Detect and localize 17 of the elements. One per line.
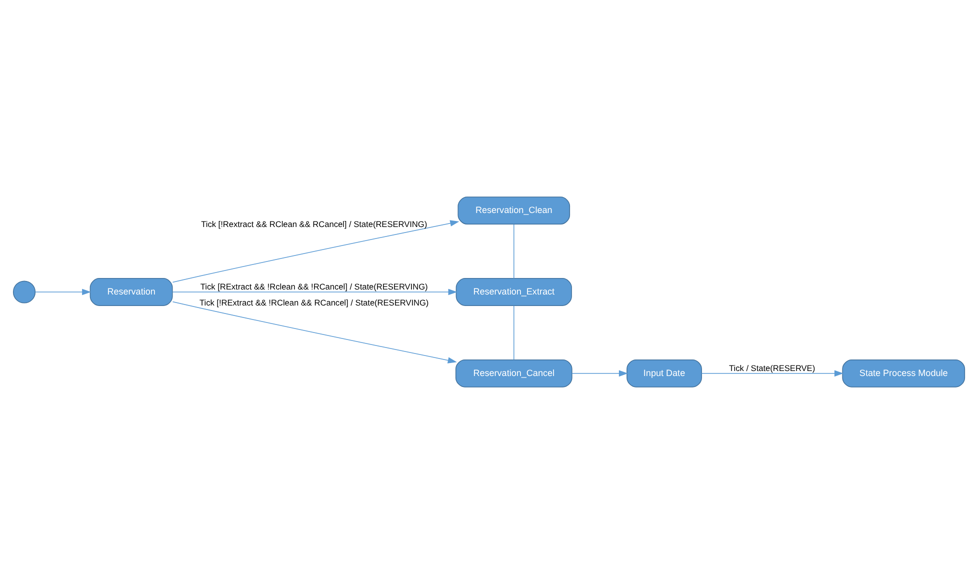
node-box: Reservation_Cancel: [455, 358, 572, 387]
node-box: Reservation_Clean: [458, 196, 570, 224]
node-box: Reservation: [90, 278, 173, 306]
arrow: [172, 300, 457, 363]
edge-label: Tick [!Rextract && RClean && RCancel] / State(RESERVING): [201, 218, 428, 229]
arrow: [34, 288, 92, 295]
node-box: State Process Module: [842, 358, 966, 387]
arrow: [172, 220, 460, 282]
edge-label: Tick / State(RESERVE): [729, 362, 816, 373]
node-circle: [12, 280, 36, 303]
arrow: [701, 370, 844, 376]
edge-label: Tick [RExtract && !Rclean && !RCancel] / State(RESERVING): [200, 281, 428, 292]
node-box: Reservation_Extract: [456, 278, 572, 306]
arrow: [172, 288, 458, 295]
arrow: [572, 370, 628, 376]
edge-label: Tick [!RExtract && !RClean && RCancel] / State(RESERVING): [200, 296, 429, 307]
node-box: Input Date: [626, 358, 702, 387]
